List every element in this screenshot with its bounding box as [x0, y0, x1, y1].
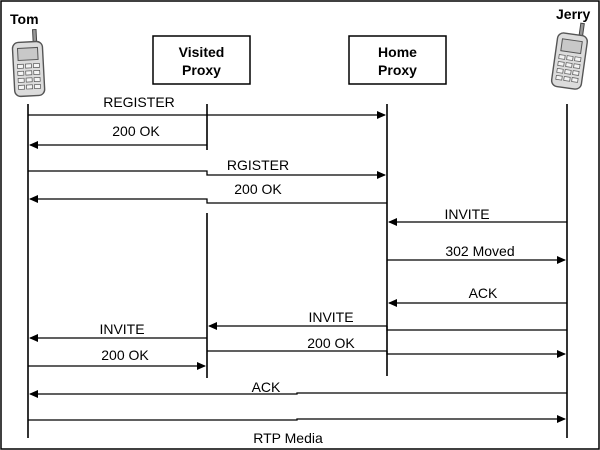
home-proxy-label-line1: Home [378, 44, 417, 60]
message-200-ok: 200 OK [29, 123, 207, 149]
message-label: INVITE [444, 206, 489, 222]
message-label: INVITE [308, 309, 353, 325]
message-rtp-media: RTP Media [28, 415, 566, 446]
message-label: INVITE [99, 321, 144, 337]
actor-tom-label: Tom [10, 11, 39, 27]
message-label: RTP Media [253, 430, 323, 446]
visited-proxy-box: Visited Proxy [152, 35, 251, 85]
message-label: ACK [252, 379, 281, 395]
message-label: 200 OK [307, 335, 355, 351]
message-label: REGISTER [103, 94, 175, 110]
actor-jerry-label: Jerry [556, 6, 590, 22]
visited-proxy-label-line2: Proxy [182, 62, 221, 78]
message-label: RGISTER [227, 157, 289, 173]
message-200-ok: 200 OK [29, 181, 387, 204]
home-proxy-label-line2: Proxy [378, 62, 417, 78]
message-label: 200 OK [234, 181, 282, 197]
message-ack: ACK [29, 379, 567, 398]
visited-proxy-label-line1: Visited [179, 44, 225, 60]
home-proxy-box: Home Proxy [348, 35, 447, 85]
message-label: ACK [469, 285, 498, 301]
message-rgister: RGISTER [28, 157, 386, 179]
message-register: REGISTER [28, 94, 386, 119]
message-200-ok: 200 OK 200 OK [28, 335, 566, 370]
message-ack: ACK [388, 285, 567, 307]
mobile-phone-icon [550, 22, 588, 90]
message-label: 200 OK [101, 347, 149, 363]
message-label: 200 OK [112, 123, 160, 139]
mobile-phone-icon [11, 28, 46, 98]
message-302-moved: 302 Moved [387, 243, 566, 264]
message-invite: INVITE INVITE [29, 309, 567, 342]
message-label: 302 Moved [445, 243, 514, 259]
message-invite: INVITE [388, 206, 567, 226]
